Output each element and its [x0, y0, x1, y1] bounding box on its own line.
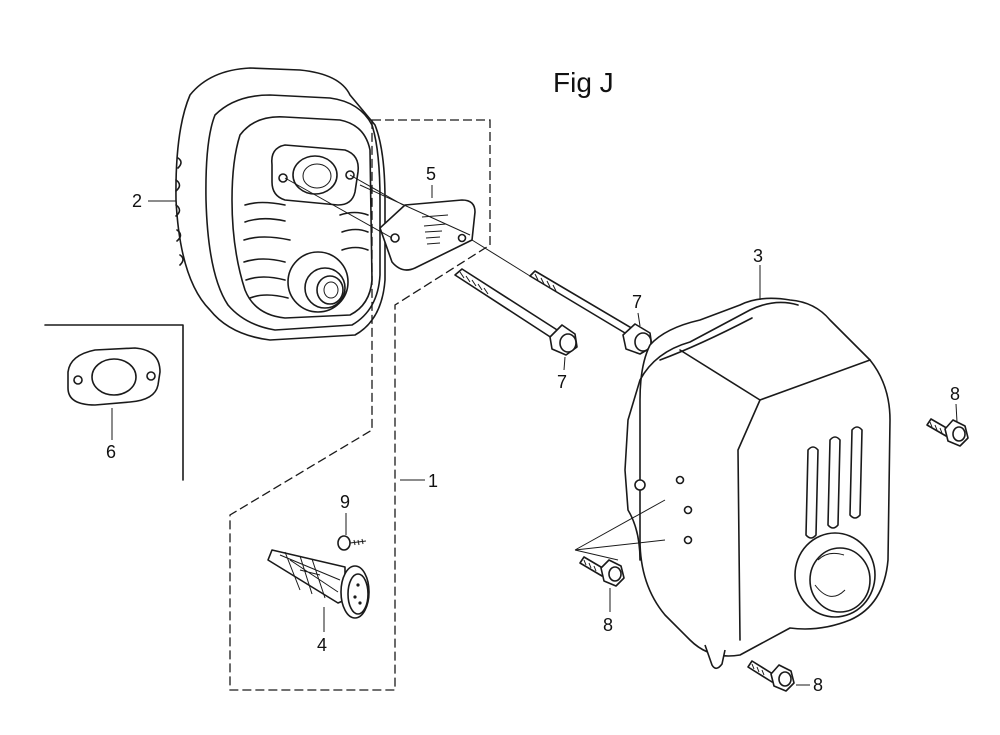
bracket-line [44, 324, 184, 481]
muffler-protector-icon [624, 297, 891, 670]
assembly-outline [229, 119, 491, 691]
stud-bolt-icon [454, 268, 653, 356]
flange-bolt-icon [579, 418, 969, 692]
muffler-icon [175, 67, 386, 341]
figure-title: Fig J [553, 67, 614, 98]
callout-3: 3 [753, 246, 763, 266]
spark-arrester-icon [267, 549, 370, 619]
callout-8-right: 8 [950, 384, 960, 404]
callout-2: 2 [132, 191, 142, 211]
callout-9: 9 [340, 492, 350, 512]
callout-7-lower: 7 [557, 372, 567, 392]
callout-8-bottom: 8 [813, 675, 823, 695]
gasket-icon [67, 347, 161, 406]
callout-1: 1 [428, 471, 438, 491]
heat-shield-plate-icon [379, 199, 476, 271]
callout-4: 4 [317, 635, 327, 655]
callout-5: 5 [426, 164, 436, 184]
screw-icon [337, 535, 367, 551]
protector-bracket-line [574, 499, 666, 561]
callout-7-upper: 7 [632, 292, 642, 312]
callout-8-left: 8 [603, 615, 613, 635]
callout-6: 6 [106, 442, 116, 462]
